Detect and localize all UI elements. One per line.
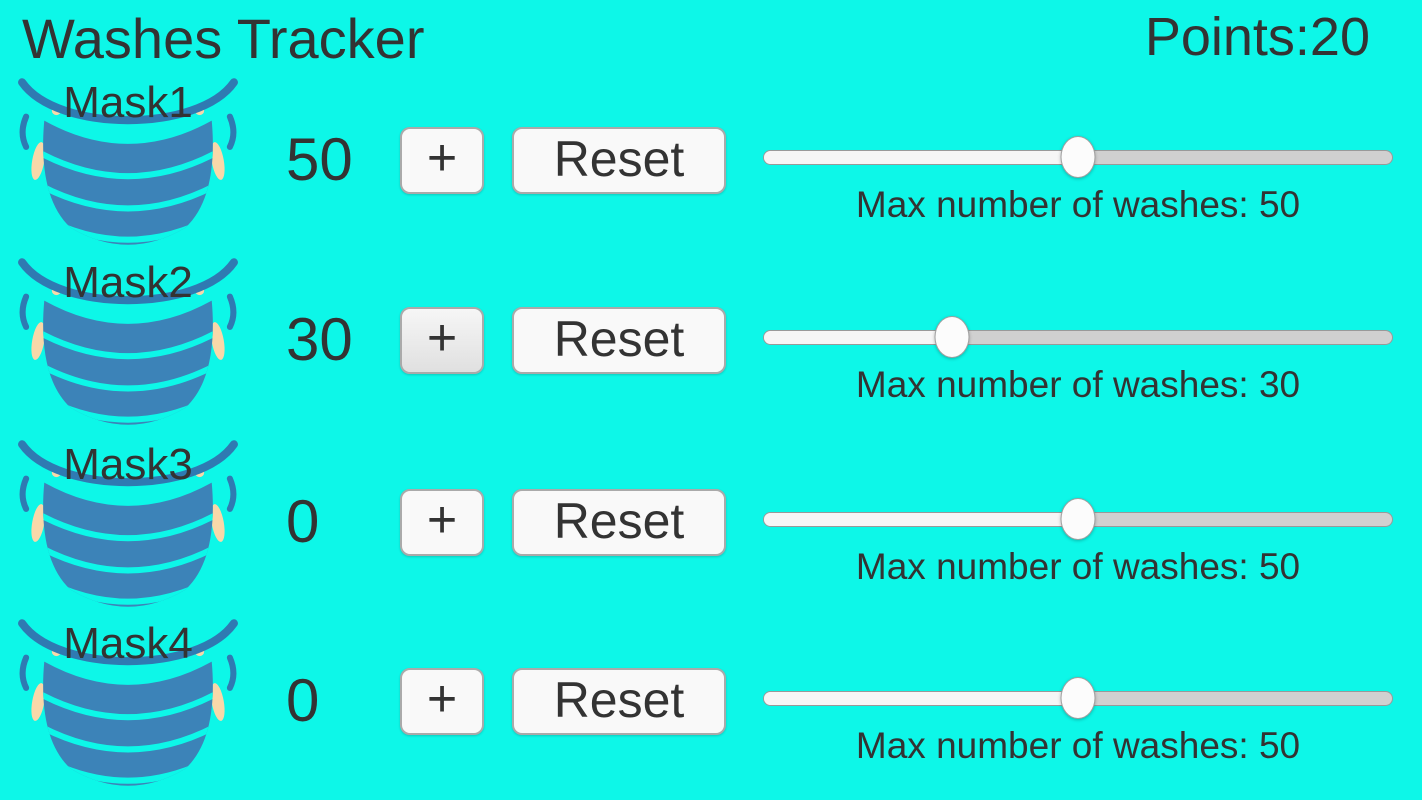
points-value: 20	[1309, 7, 1370, 67]
face-mask-icon	[18, 619, 238, 786]
max-washes-slider[interactable]	[763, 316, 1393, 358]
increment-wash-button[interactable]: +	[400, 668, 484, 735]
mask-row-3: Mask3 0 + Reset Max number of washes: 50	[0, 440, 1422, 620]
max-washes-label: Max number of washes: 50	[855, 725, 1301, 766]
wash-count-value: 0	[286, 488, 320, 555]
max-washes-slider[interactable]	[763, 677, 1393, 719]
slider-fill	[764, 692, 1078, 705]
max-washes-label: Max number of washes: 50	[855, 546, 1301, 587]
increment-wash-button[interactable]: +	[400, 127, 484, 194]
increment-wash-button[interactable]: +	[400, 307, 484, 374]
wash-count-value: 0	[286, 667, 320, 734]
mask-row-4: Mask4 0 + Reset Max number of washes: 50	[0, 619, 1422, 799]
mask-icon: Mask1	[12, 74, 244, 246]
wash-count-value: 50	[286, 126, 353, 193]
reset-button[interactable]: Reset	[512, 668, 726, 735]
mask-name-label: Mask3	[63, 440, 193, 489]
max-washes-label: Max number of washes: 50	[855, 184, 1301, 225]
page-title: Washes Tracker	[22, 7, 425, 70]
slider-fill	[764, 513, 1078, 526]
face-mask-icon	[18, 78, 238, 245]
max-washes-label: Max number of washes: 30	[855, 364, 1301, 405]
mask-name-label: Mask2	[63, 258, 193, 307]
slider-fill	[764, 151, 1078, 164]
mask-name-label: Mask1	[63, 78, 193, 127]
wash-count-value: 30	[286, 306, 353, 373]
max-washes-slider[interactable]	[763, 498, 1393, 540]
points-display: Points:20	[1145, 6, 1370, 68]
points-label: Points:	[1144, 7, 1310, 67]
mask-row-2: Mask2 30 + Reset Max number of washes: 3…	[0, 258, 1422, 438]
slider-thumb[interactable]	[1060, 136, 1096, 178]
slider-thumb[interactable]	[934, 316, 970, 358]
mask-name-label: Mask4	[63, 619, 193, 668]
increment-wash-button[interactable]: +	[400, 489, 484, 556]
reset-button[interactable]: Reset	[512, 307, 726, 374]
mask-icon: Mask3	[12, 436, 244, 608]
reset-button[interactable]: Reset	[512, 489, 726, 556]
face-mask-icon	[18, 258, 238, 425]
slider-thumb[interactable]	[1060, 677, 1096, 719]
slider-track[interactable]	[763, 330, 1393, 345]
mask-row-1: Mask1 50 + Reset Max number of washes: 5…	[0, 78, 1422, 258]
max-washes-slider[interactable]	[763, 136, 1393, 178]
reset-button[interactable]: Reset	[512, 127, 726, 194]
mask-icon: Mask2	[12, 254, 244, 426]
slider-fill	[764, 331, 953, 344]
mask-icon: Mask4	[12, 615, 244, 787]
face-mask-icon	[18, 440, 238, 607]
slider-thumb[interactable]	[1060, 498, 1096, 540]
